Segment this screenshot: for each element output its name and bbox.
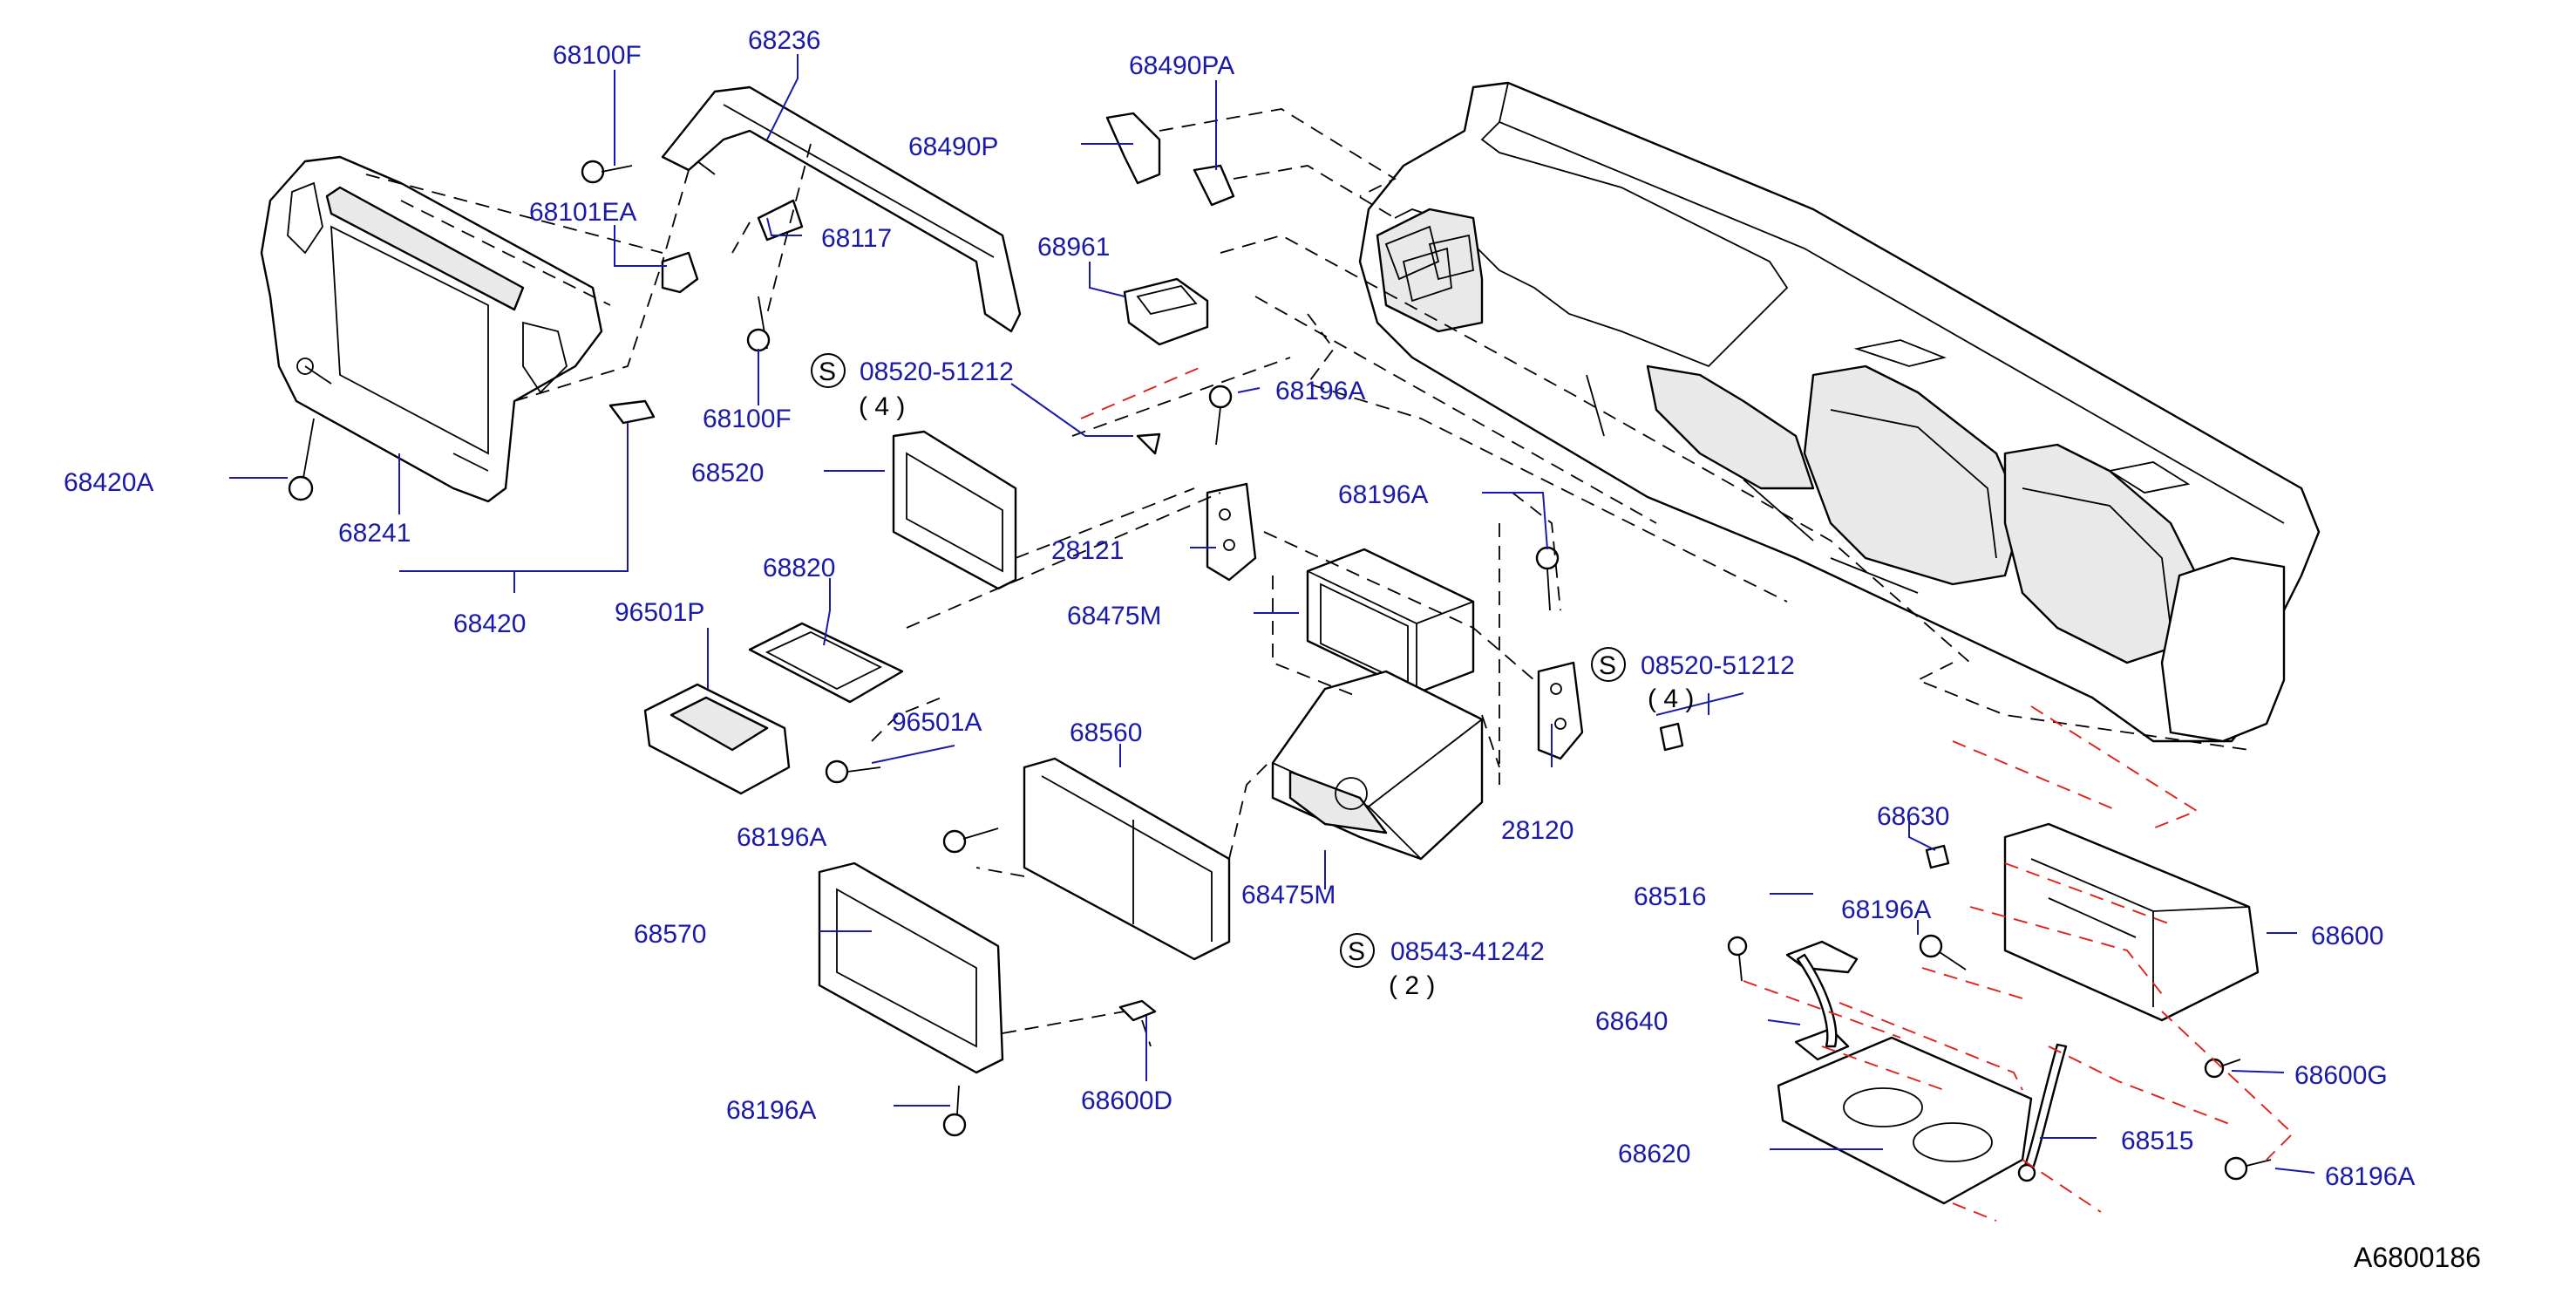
label-68475M-2: 68475M (1241, 881, 1336, 909)
label-68196A-3: 68196A (737, 823, 826, 852)
instrument-panel (1358, 81, 2321, 743)
grab-handle (661, 85, 1022, 333)
part-labels: 68100F 68236 68490PA 68490P 68101EA 6811… (64, 26, 2415, 1191)
standard-part-qty: ( 2 ) (1389, 971, 1435, 1000)
assembly-dash-lines (365, 108, 2294, 1222)
label-96501P: 96501P (615, 598, 704, 627)
diagram-id: A6800186 (2354, 1242, 2481, 1273)
bracket-and-vent (1105, 112, 1235, 346)
label-68196A-4: 68196A (726, 1096, 816, 1125)
standard-part-number: 08520-51212 (860, 358, 1014, 386)
label-68560: 68560 (1070, 719, 1142, 747)
standard-part-2: S 08520-51212 ( 4 ) (1591, 647, 1795, 713)
label-68196A-6: 68196A (2325, 1162, 2415, 1191)
label-68117: 68117 (821, 224, 892, 253)
standard-part-qty: ( 4 ) (1648, 684, 1694, 713)
label-68101EA: 68101EA (529, 198, 636, 227)
label-28120: 28120 (1501, 816, 1573, 845)
label-28121: 28121 (1051, 536, 1124, 565)
label-68961: 68961 (1037, 233, 1110, 262)
label-68515: 68515 (2121, 1127, 2193, 1155)
label-68100F-bottom: 68100F (703, 405, 792, 433)
label-68520: 68520 (691, 459, 764, 487)
label-68640: 68640 (1595, 1007, 1668, 1036)
label-68236: 68236 (748, 26, 820, 55)
label-68196A-2: 68196A (1338, 480, 1428, 509)
standard-part-3: S 08543-41242 ( 2 ) (1340, 933, 1545, 1000)
glove-box-stays (1796, 953, 2068, 1182)
label-68196A-5: 68196A (1841, 896, 1931, 924)
label-96501A: 96501A (892, 708, 982, 737)
label-68241: 68241 (338, 519, 411, 548)
standard-symbol: S (819, 358, 836, 386)
label-68516: 68516 (1634, 882, 1706, 911)
label-68820: 68820 (763, 554, 835, 582)
glove-box-lower (818, 757, 1231, 1137)
cup-holder (1777, 1027, 2033, 1205)
label-68196A-1: 68196A (1275, 377, 1365, 405)
label-68490P: 68490P (908, 133, 998, 161)
mounting-brackets (1136, 385, 1684, 760)
standard-part-1: S 08520-51212 ( 4 ) (811, 353, 1014, 421)
label-68490PA: 68490PA (1129, 51, 1234, 80)
label-68620: 68620 (1618, 1140, 1690, 1168)
storage-pockets (1271, 548, 1484, 861)
label-68420: 68420 (453, 610, 526, 638)
fasteners-upper-left (288, 160, 804, 501)
cluster-finisher (260, 155, 603, 503)
label-68600: 68600 (2311, 922, 2383, 950)
standard-part-qty: ( 4 ) (859, 392, 905, 421)
label-68570: 68570 (634, 920, 706, 949)
standard-symbol: S (1348, 937, 1365, 966)
label-68630: 68630 (1877, 802, 1949, 831)
leader-lines (229, 54, 2315, 1174)
label-68475M-1: 68475M (1067, 602, 1161, 630)
label-68420A: 68420A (64, 468, 153, 497)
standard-symbol: S (1599, 651, 1616, 680)
label-68600G: 68600G (2294, 1061, 2388, 1090)
label-68100F-top: 68100F (553, 41, 642, 70)
radio-bezel (892, 430, 1017, 590)
label-68600D: 68600D (1081, 1086, 1172, 1115)
ashtray-assembly (643, 622, 904, 795)
standard-part-number: 08543-41242 (1390, 937, 1545, 966)
standard-part-number: 08520-51212 (1641, 651, 1795, 680)
